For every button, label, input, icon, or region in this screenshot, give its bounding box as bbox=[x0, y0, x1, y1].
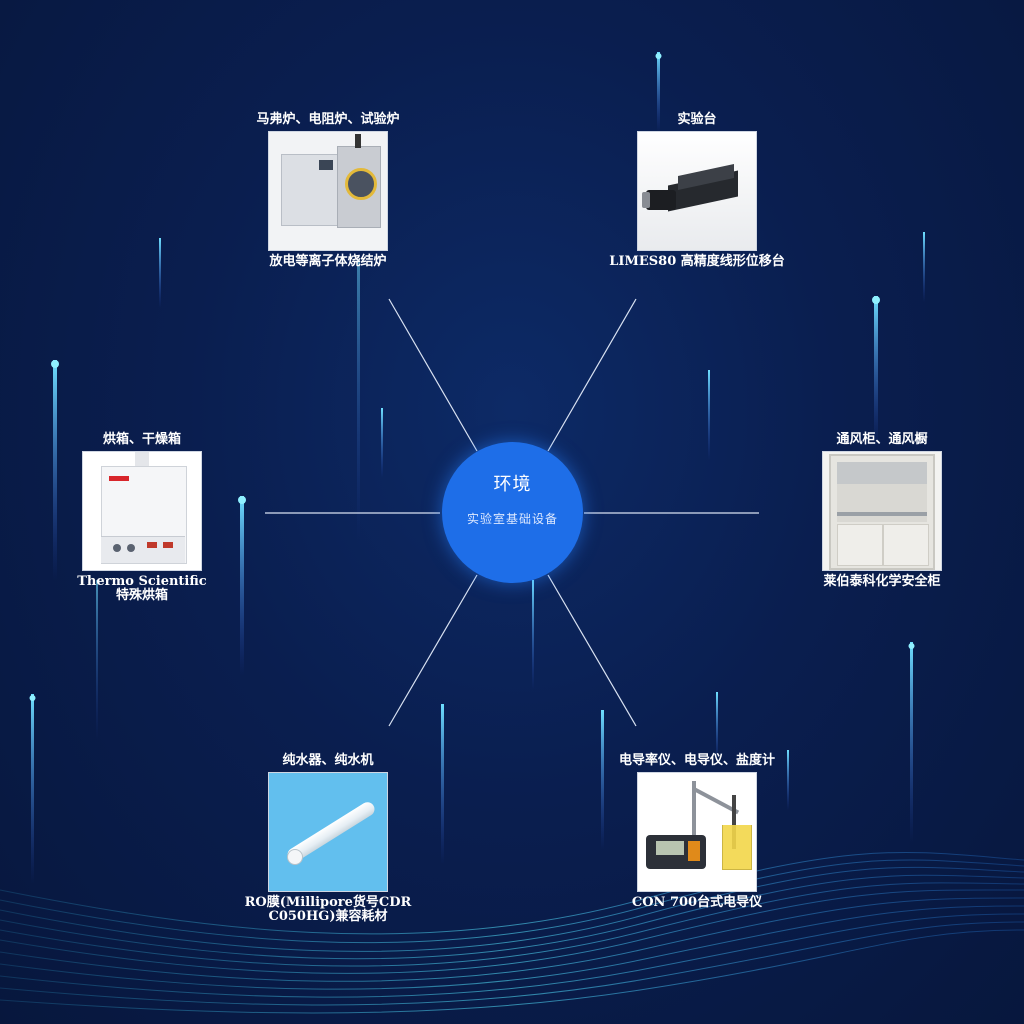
node-stage[interactable]: 实验台 LIMES80 高精度线形位移台 bbox=[597, 113, 797, 269]
node-oven[interactable]: 烘箱、干燥箱 Thermo Scientific 特殊烘箱 bbox=[42, 433, 242, 603]
center-title: 环境 bbox=[493, 474, 532, 495]
node-furnace[interactable]: 马弗炉、电阻炉、试验炉 放电等离子体烧结炉 bbox=[228, 113, 428, 269]
oven-photo-icon bbox=[82, 451, 202, 571]
ro-membrane-photo-icon bbox=[268, 772, 388, 892]
node-meter[interactable]: 电导率仪、电导仪、盐度计 CON 700台式电导仪 bbox=[597, 754, 797, 910]
connector-lines bbox=[265, 298, 759, 727]
linear-stage-photo-icon bbox=[637, 131, 757, 251]
node-product: RO膜(Millipore货号CDR C050HG)兼容耗材 bbox=[244, 895, 412, 924]
node-category: 通风柜、通风橱 bbox=[836, 432, 928, 447]
wave-lines bbox=[0, 851, 1024, 1014]
furnace-photo-icon bbox=[268, 131, 388, 251]
node-category: 纯水器、纯水机 bbox=[282, 753, 374, 768]
node-product: LIMES80 高精度线形位移台 bbox=[609, 254, 785, 269]
light-streaks bbox=[29, 52, 925, 884]
node-product: Thermo Scientific 特殊烘箱 bbox=[77, 574, 207, 603]
node-product: 放电等离子体烧结炉 bbox=[269, 254, 387, 269]
safety-cabinet-photo-icon bbox=[822, 451, 942, 571]
center-hub: 环境 实验室基础设备 bbox=[442, 442, 583, 583]
center-subtitle: 实验室基础设备 bbox=[466, 512, 558, 526]
node-product: CON 700台式电导仪 bbox=[631, 895, 763, 910]
node-product: 莱伯泰科化学安全柜 bbox=[823, 574, 941, 589]
node-category: 烘箱、干燥箱 bbox=[102, 432, 181, 447]
node-fume-hood[interactable]: 通风柜、通风橱 莱伯泰科化学安全柜 bbox=[782, 433, 982, 589]
conductivity-meter-photo-icon bbox=[637, 772, 757, 892]
node-category: 实验台 bbox=[677, 112, 717, 127]
node-water[interactable]: 纯水器、纯水机 RO膜(Millipore货号CDR C050HG)兼容耗材 bbox=[228, 754, 428, 924]
node-category: 马弗炉、电阻炉、试验炉 bbox=[256, 112, 400, 127]
node-category: 电导率仪、电导仪、盐度计 bbox=[618, 753, 775, 768]
